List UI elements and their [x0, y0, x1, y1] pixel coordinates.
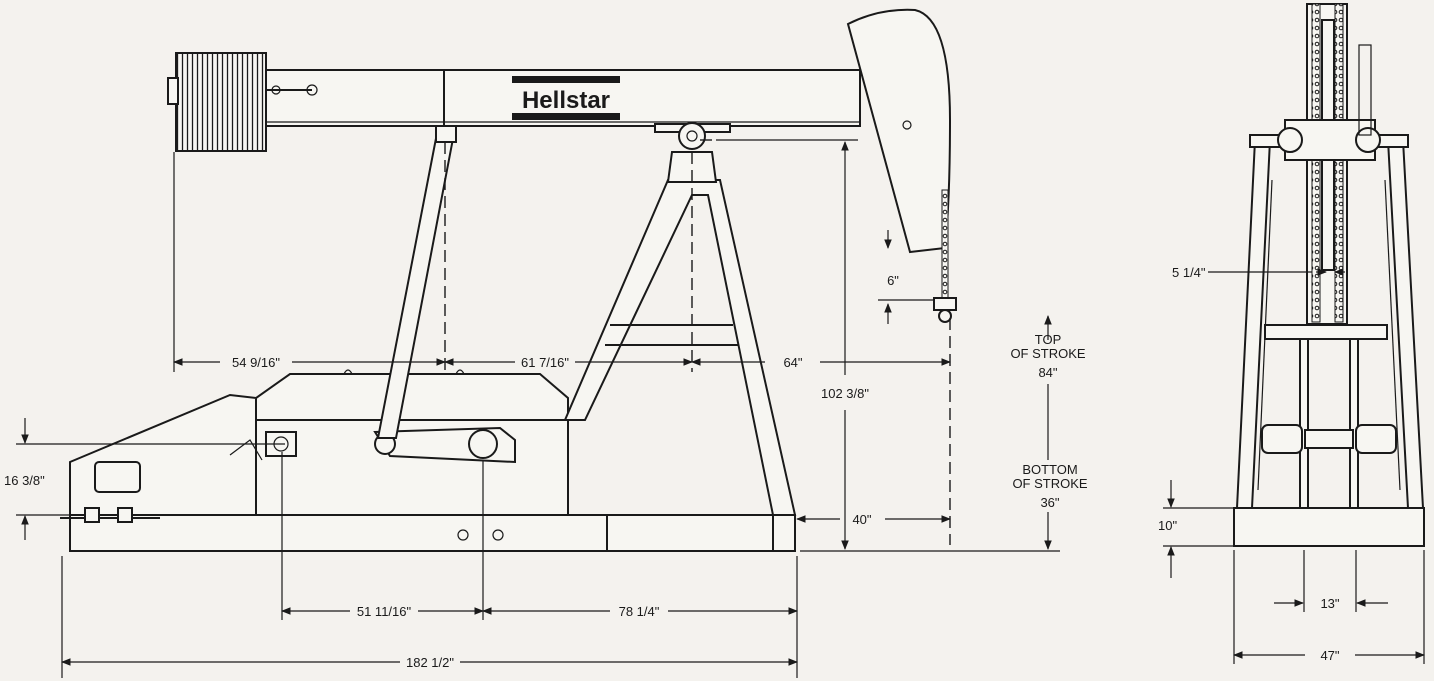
horsehead	[846, 8, 957, 323]
dim-overall-width: 47"	[1320, 648, 1339, 663]
side-dimensions: 54 9/16" 61 7/16" 64" 102 3/8" 6" 40"	[4, 139, 1088, 678]
stroke-bottom-label-1: BOTTOM	[1022, 462, 1077, 477]
stroke-bottom-value: 36"	[1040, 495, 1059, 510]
dim-crank-height: 16 3/8"	[4, 473, 45, 488]
end-base	[1233, 507, 1425, 547]
end-dimensions: 5 1/4" 10" 13" 47"	[1158, 265, 1425, 664]
dim-saddle-to-pivot: 61 7/16"	[521, 355, 569, 370]
dim-pivot-to-horsehead: 64"	[783, 355, 802, 370]
dim-base-height: 10"	[1158, 518, 1177, 533]
base-skid	[69, 514, 796, 552]
dim-counterweight-to-saddle: 54 9/16"	[232, 355, 280, 370]
end-frame	[1235, 134, 1425, 509]
stroke-top-label-2: OF STROKE	[1010, 346, 1085, 361]
end-beam	[1277, 3, 1381, 325]
samson-post	[563, 151, 797, 516]
stroke-bottom-label-2: OF STROKE	[1012, 476, 1087, 491]
walking-beam: Hellstar	[261, 69, 861, 150]
dim-pivot-height: 102 3/8"	[821, 386, 869, 401]
dim-beam-width: 5 1/4"	[1172, 265, 1206, 280]
dim-hanger-offset: 6"	[887, 273, 899, 288]
dim-inner-width: 13"	[1320, 596, 1339, 611]
pitman-arm	[376, 125, 457, 439]
dim-overall-length: 182 1/2"	[406, 655, 454, 670]
stroke-top-label-1: TOP	[1035, 332, 1062, 347]
gear-reducer	[255, 369, 569, 516]
stroke-top-value: 84"	[1038, 365, 1057, 380]
side-view: Hellstar	[4, 8, 1088, 678]
dim-crank-to-pitman: 51 11/16"	[357, 604, 412, 619]
dim-pitman-to-end: 78 1/4"	[619, 604, 660, 619]
brand-logo: Hellstar	[522, 87, 610, 114]
counterweight	[167, 52, 318, 152]
dim-base-overhang: 40"	[852, 512, 871, 527]
crank-assembly	[229, 426, 516, 464]
end-cranks	[1261, 424, 1397, 454]
motor-guard	[60, 393, 257, 523]
end-view: 5 1/4" 10" 13" 47"	[1158, 3, 1425, 664]
